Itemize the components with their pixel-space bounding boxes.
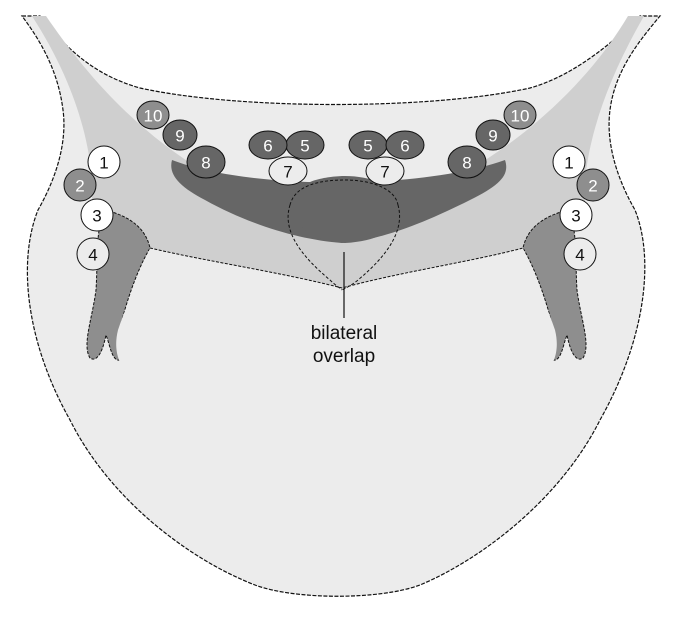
node-label: 9 bbox=[488, 127, 497, 146]
node-label: 1 bbox=[564, 154, 573, 173]
node-left-1: 1 bbox=[88, 146, 120, 178]
node-label: 10 bbox=[511, 107, 530, 126]
node-left-6: 6 bbox=[249, 131, 287, 159]
node-right-7: 7 bbox=[366, 157, 404, 185]
node-left-5: 5 bbox=[286, 131, 324, 159]
node-label: 5 bbox=[363, 137, 372, 156]
node-label: 5 bbox=[300, 137, 309, 156]
node-right-10: 10 bbox=[504, 101, 536, 129]
node-label: 4 bbox=[575, 246, 584, 265]
node-left-9: 9 bbox=[163, 120, 197, 150]
node-left-8: 8 bbox=[187, 146, 225, 178]
node-label: 2 bbox=[588, 177, 597, 196]
node-label: 8 bbox=[201, 154, 210, 173]
node-label: 6 bbox=[400, 137, 409, 156]
node-left-7: 7 bbox=[269, 157, 307, 185]
node-label: 7 bbox=[380, 163, 389, 182]
node-left-10: 10 bbox=[137, 101, 169, 129]
node-right-3: 3 bbox=[560, 199, 592, 231]
node-label: 1 bbox=[99, 154, 108, 173]
node-right-8: 8 bbox=[448, 146, 486, 178]
callout-line1: bilateral bbox=[311, 323, 378, 344]
node-left-4: 4 bbox=[77, 238, 109, 270]
callout-line2: overlap bbox=[313, 346, 375, 367]
node-label: 2 bbox=[75, 177, 84, 196]
node-left-3: 3 bbox=[81, 199, 113, 231]
node-right-5: 5 bbox=[349, 131, 387, 159]
node-label: 9 bbox=[175, 127, 184, 146]
node-label: 4 bbox=[88, 246, 97, 265]
node-label: 8 bbox=[462, 154, 471, 173]
node-right-2: 2 bbox=[577, 169, 609, 201]
node-left-2: 2 bbox=[64, 169, 96, 201]
node-right-6: 6 bbox=[386, 131, 424, 159]
node-right-1: 1 bbox=[553, 146, 585, 178]
node-label: 3 bbox=[571, 207, 580, 226]
node-right-9: 9 bbox=[476, 120, 510, 150]
node-label: 6 bbox=[263, 137, 272, 156]
node-right-4: 4 bbox=[564, 238, 596, 270]
node-label: 7 bbox=[283, 163, 292, 182]
node-label: 3 bbox=[92, 207, 101, 226]
node-label: 10 bbox=[144, 107, 163, 126]
